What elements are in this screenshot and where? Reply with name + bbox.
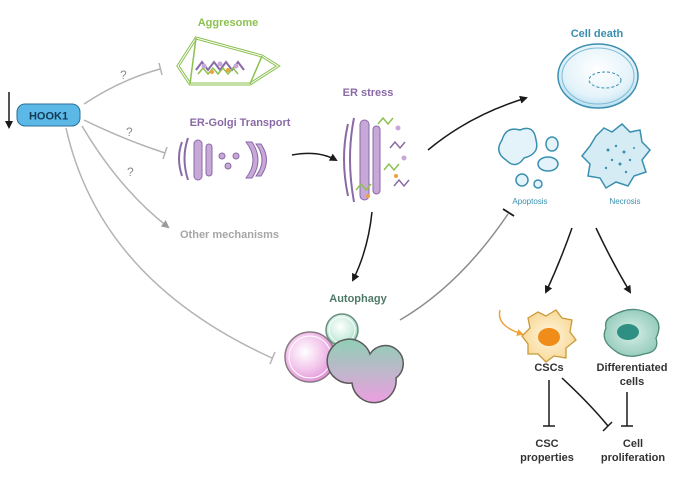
csc-properties-label-line2: properties [520,452,574,464]
hook1-node: HOOK1 [5,92,81,129]
arrow-to-cscs [544,227,573,294]
aggregated-proteins-icon [195,60,245,76]
necrosis-icon [580,122,652,190]
apoptosis-icon [498,127,559,189]
question-mark-aggresome: ? [120,68,127,82]
self-renewal-arrow [498,309,524,336]
aggresome-cage-icon [176,36,281,86]
inhibit-autophagy-line [65,127,273,359]
cell-death-label: Cell death [571,28,624,40]
hook1-pill [16,103,81,127]
inhibition-outputs [543,377,633,432]
er-golgi-icon [178,137,267,181]
er-stress-icon [343,116,410,203]
cell-proliferation-label-line2: proliferation [601,452,665,464]
cell-death-icon [557,43,639,109]
arrow-to-cell-death [427,95,528,151]
differentiated-cell-icon [603,308,660,357]
arrow-other-mechanisms [81,125,170,229]
differentiated-label-line2: cells [620,376,644,388]
apoptosis-label: Apoptosis [512,197,547,206]
inhibit-cell-proliferation-bar [602,421,613,432]
er-golgi-label: ER-Golgi Transport [190,117,291,129]
arrow-to-autophagy [352,211,373,282]
inhibit-cell-proliferation-line [561,377,609,427]
inhibit-aggresome-bar [158,62,163,76]
question-mark-other: ? [127,165,134,179]
autophagosome-icons [284,313,404,404]
other-mechanisms-label: Other mechanisms [180,229,279,241]
necrosis-label: Necrosis [609,197,640,206]
arrow-to-differentiated [595,227,632,294]
arrow-to-er-stress [291,152,338,161]
differentiated-label-line1: Differentiated [597,362,668,374]
question-mark-er-golgi: ? [126,125,133,139]
csc-properties-label-line1: CSC [535,438,558,450]
cscs-label: CSCs [534,362,563,374]
er-stress-label: ER stress [343,87,394,99]
autophagy-label: Autophagy [329,293,387,305]
inhibit-er-golgi-bar [162,146,168,160]
csc-cell-icon [521,309,577,363]
inhibit-er-golgi-line [83,119,166,154]
cell-proliferation-label-line1: Cell [623,438,643,450]
inhibit-aggresome-line [83,68,161,105]
aggresome-label: Aggresome [198,17,259,29]
inhibit-apoptosis-line [399,213,509,321]
hook1-pathways [65,62,276,365]
inhibit-apoptosis-bar [502,208,515,217]
inhibit-autophagy-bar [269,351,276,365]
hook1-label: HOOK1 [29,111,68,123]
